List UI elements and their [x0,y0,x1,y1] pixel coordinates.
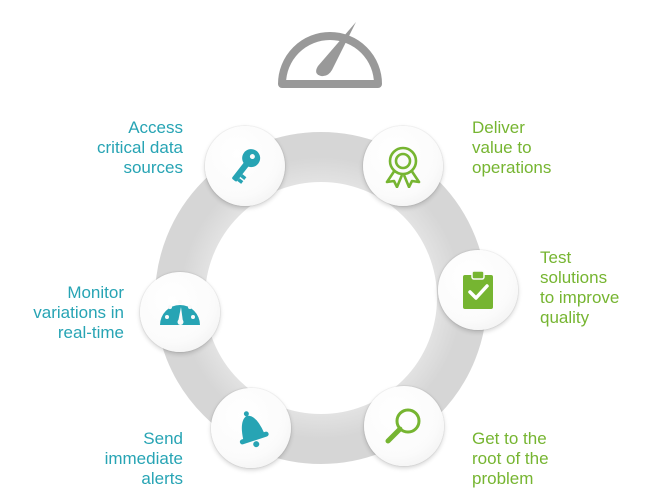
node-access-data [205,126,285,206]
label-line: root of the [472,449,549,468]
label-monitor-variations: Monitor variations in real-time [2,283,124,343]
award-ribbon-icon [385,146,421,188]
magnifier-icon [385,408,421,444]
label-deliver-value: Deliver value to operations [472,118,622,178]
label-root-cause: Get to the root of the problem [472,429,622,489]
node-monitor-variations [140,272,220,352]
label-access-data: Access critical data sources [43,118,183,178]
node-test-solutions [438,250,518,330]
label-line: value to [472,138,532,157]
label-line: variations in [33,303,124,322]
key-icon [232,149,261,184]
label-line: solutions [540,268,608,287]
node-deliver-value [363,126,443,206]
label-line: Access [128,118,183,137]
label-line: sources [123,158,183,177]
label-send-alerts: Send immediate alerts [43,429,183,489]
label-line: alerts [141,469,183,488]
clipboard-check-icon [463,270,493,309]
label-line: real-time [57,323,124,342]
label-line: quality [540,308,590,327]
label-line: Get to the [472,429,547,448]
label-line: critical data [97,138,183,157]
dashboard-icon [160,300,200,325]
label-line: Send [143,429,183,448]
label-line: problem [472,469,534,488]
node-root-cause [364,386,444,466]
bell-icon [239,411,269,448]
label-line: Monitor [67,283,124,302]
label-line: operations [472,158,552,177]
label-test-solutions: Test solutions to improve quality [540,248,640,328]
label-line: to improve [540,288,620,307]
node-send-alerts [211,388,291,468]
speedometer-icon [278,22,382,88]
label-line: immediate [104,449,183,468]
label-line: Test [540,248,572,267]
label-line: Deliver [472,118,525,137]
